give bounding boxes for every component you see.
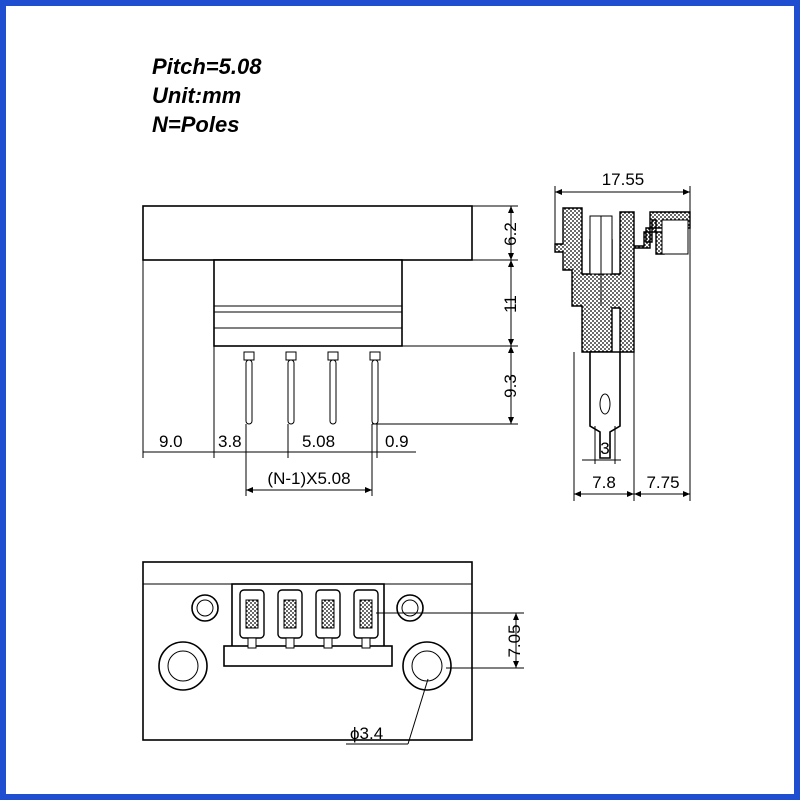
- dim-total-span: (N-1)X5.08: [267, 469, 350, 488]
- bottom-terminals: [239, 589, 379, 649]
- front-pins: [243, 351, 381, 425]
- terminal-base: [223, 645, 393, 667]
- poles-note: N=Poles: [152, 112, 239, 137]
- dim-overall-width: 17.55: [602, 170, 645, 189]
- terminal-slot: [277, 589, 303, 649]
- large-hole-left: [158, 641, 208, 691]
- front-pin: [327, 351, 339, 425]
- header-notes: Pitch=5.08 Unit:mm N=Poles: [152, 54, 262, 137]
- front-view: 6.2 11 9.3 9.0 3.8 5.08 0.9 (N-1)X5.08: [142, 205, 520, 496]
- dim-pin-length: 9.3: [501, 374, 520, 398]
- dim-body-height: 11: [501, 295, 520, 313]
- front-pin: [369, 351, 381, 425]
- technical-drawing: Pitch=5.08 Unit:mm N=Poles 6.2 11 9.3 9: [142, 54, 691, 745]
- dim-side-right: 7.75: [646, 473, 679, 492]
- terminal-slot: [239, 589, 265, 649]
- side-view: 17.55 3 7.8 7.75: [554, 170, 691, 501]
- front-body: [213, 259, 403, 347]
- front-flange: [142, 205, 473, 261]
- dim-first-pin: 3.8: [218, 432, 242, 451]
- front-pin: [243, 351, 255, 425]
- unit-note: Unit:mm: [152, 83, 241, 108]
- bottom-view: 7.05 ϕ3.4: [142, 561, 524, 745]
- side-pin-slot: [599, 393, 611, 415]
- dim-left-margin: 9.0: [159, 432, 183, 451]
- front-pin: [285, 351, 297, 425]
- dim-flange-height: 6.2: [501, 222, 520, 246]
- dim-pin-width: 0.9: [385, 432, 409, 451]
- dim-side-left: 7.8: [592, 473, 616, 492]
- terminal-slot: [315, 589, 341, 649]
- dim-hole-diameter: ϕ3.4: [350, 724, 383, 743]
- dim-hole-offset: 7.05: [505, 624, 524, 657]
- dim-slot: 3: [600, 439, 609, 458]
- pitch-note: Pitch=5.08: [152, 54, 262, 79]
- dim-pitch: 5.08: [302, 432, 335, 451]
- terminal-slot: [353, 589, 379, 649]
- small-hole-left: [191, 594, 219, 622]
- small-hole-right: [396, 594, 424, 622]
- large-hole-right: [402, 641, 452, 691]
